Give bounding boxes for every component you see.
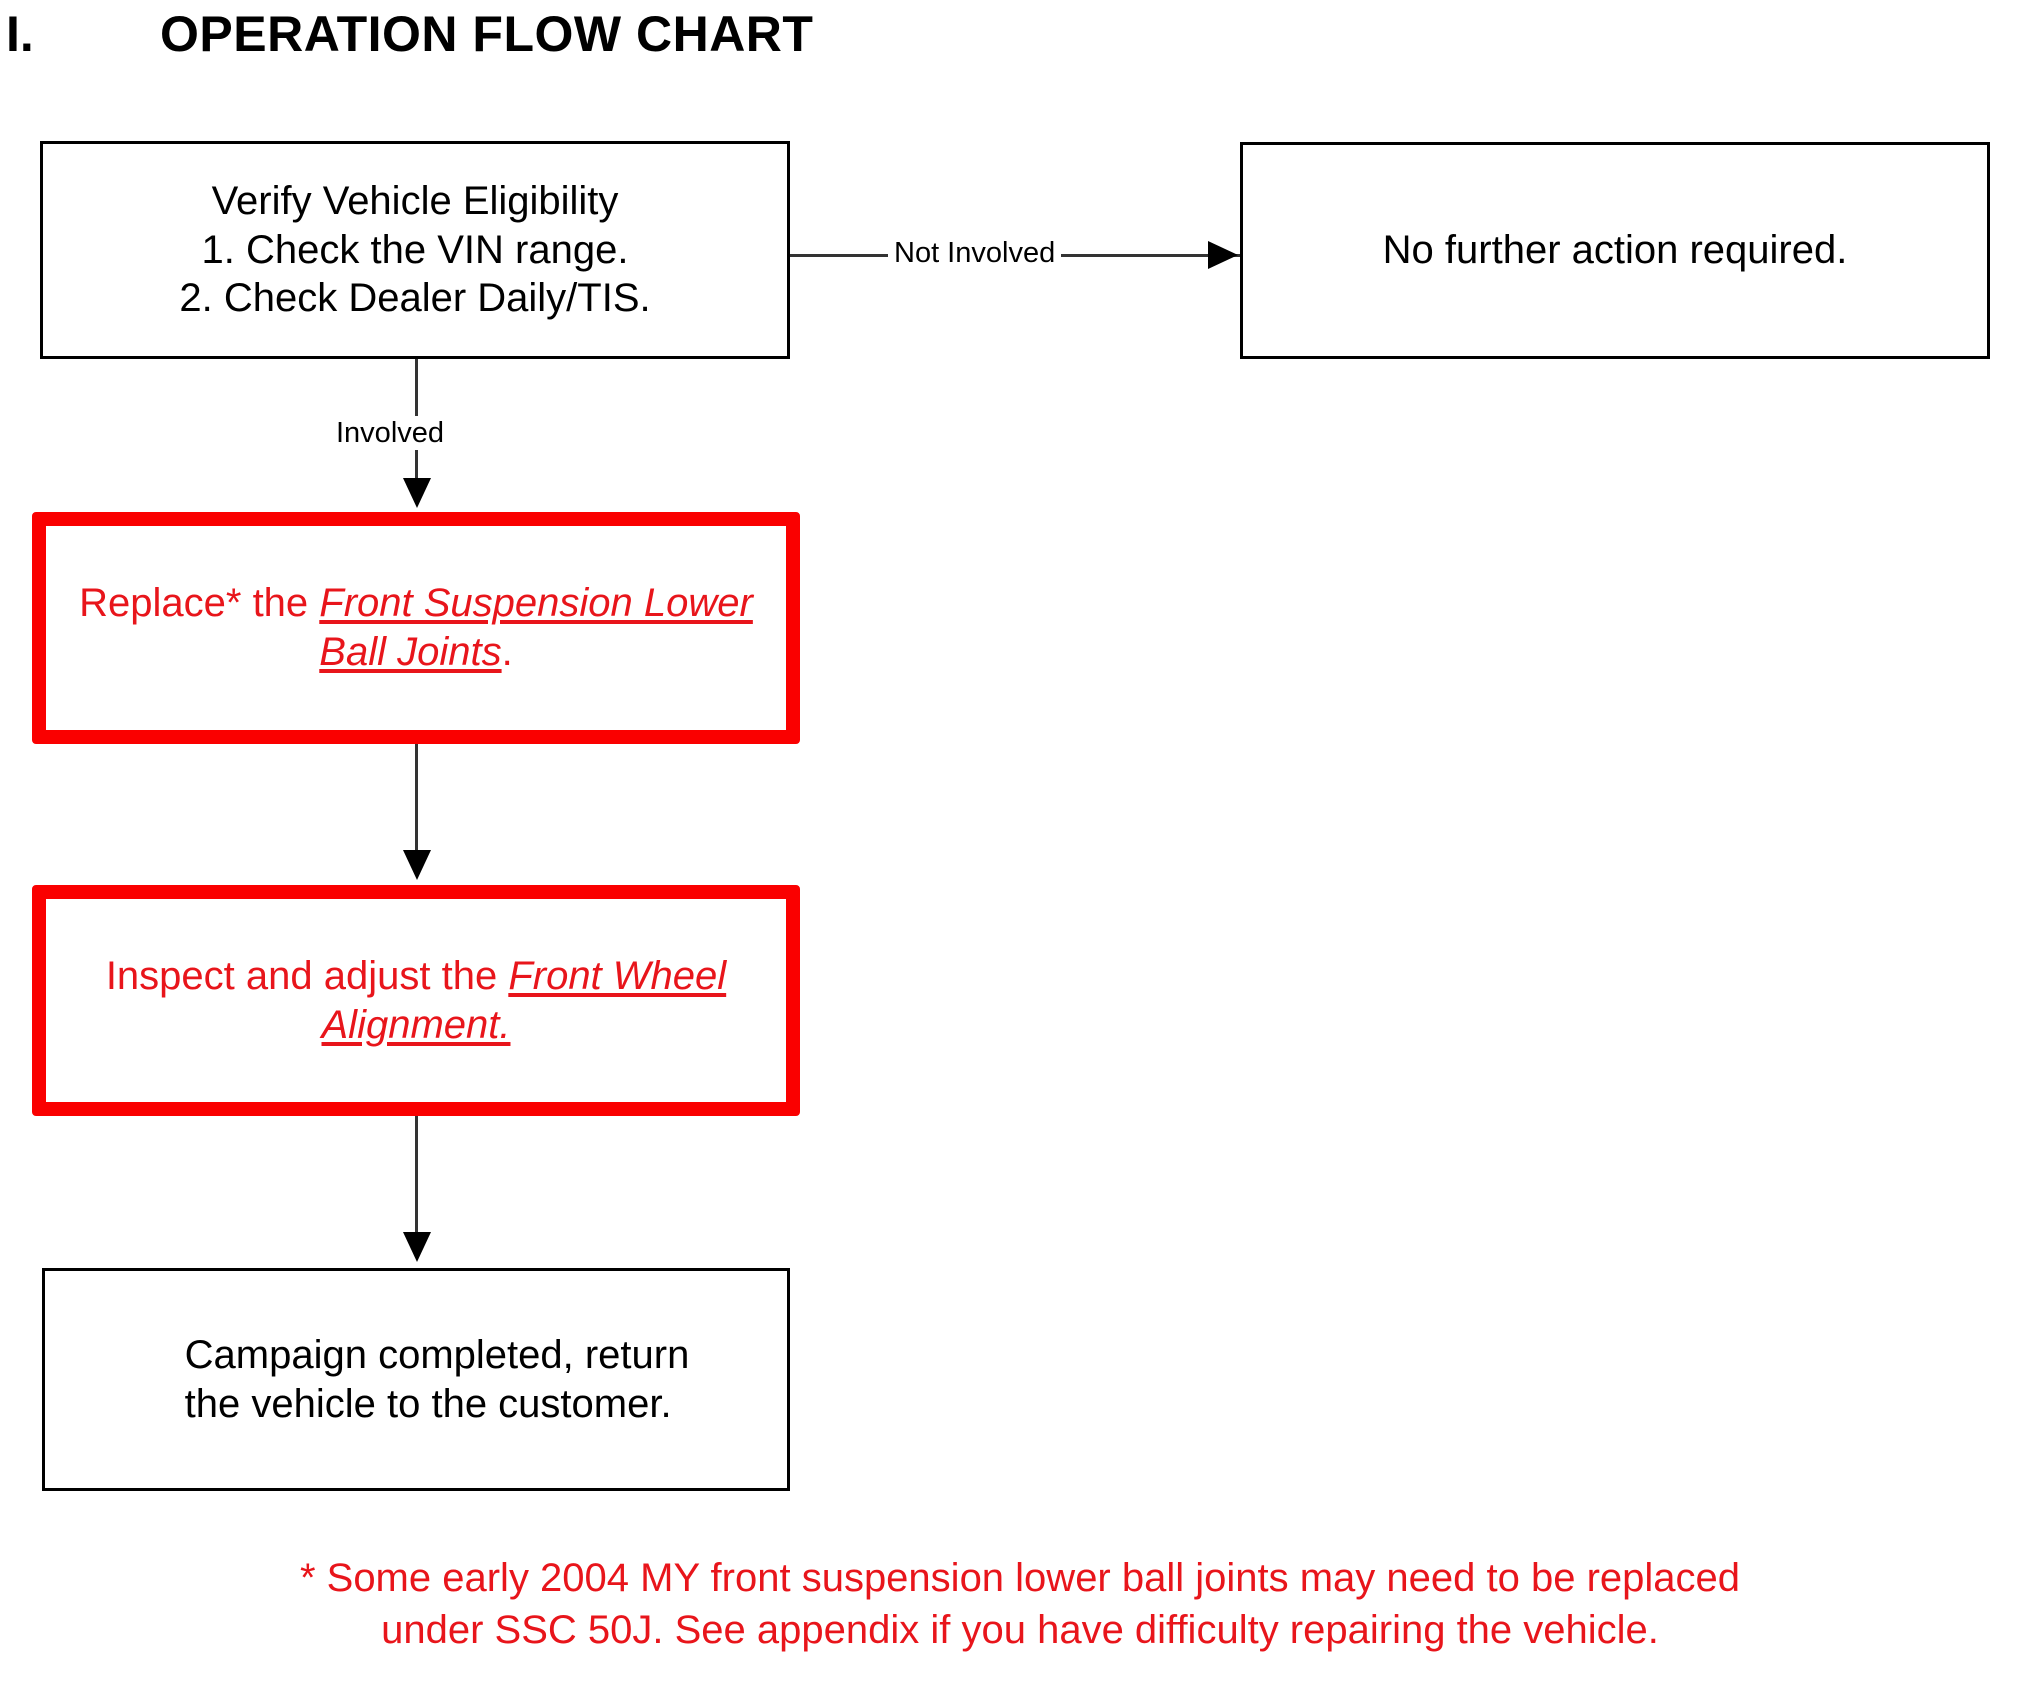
edge-label-involved: Involved <box>330 416 451 450</box>
arrowhead-down-icon <box>403 478 431 508</box>
flow-node-replace-ball-joints-text: Replace* the Front Suspension Lower Ball… <box>46 579 786 677</box>
flow-node-campaign-completed-text: Campaign completed, return the vehicle t… <box>184 1332 690 1426</box>
section-numeral: I. <box>6 6 34 62</box>
flow-node-verify-eligibility-text: Verify Vehicle Eligibility 1. Check the … <box>179 178 651 321</box>
flow-node-campaign-completed: Campaign completed, return the vehicle t… <box>42 1268 790 1491</box>
flow-node-inspect-wheel-alignment: Inspect and adjust the Front Wheel Align… <box>32 885 800 1116</box>
flow-node-no-further-action-text: No further action required. <box>1382 228 1848 273</box>
page-title: I. OPERATION FLOW CHART <box>0 4 1200 74</box>
flow-node-verify-eligibility: Verify Vehicle Eligibility 1. Check the … <box>40 141 790 359</box>
connector-inspect-to-complete <box>415 1116 418 1238</box>
arrowhead-down-icon <box>403 850 431 880</box>
flow-node-inspect-wheel-alignment-text: Inspect and adjust the Front Wheel Align… <box>46 952 786 1050</box>
replace-text-suffix: . <box>501 630 513 674</box>
footnote-text: * Some early 2004 MY front suspension lo… <box>299 1556 1741 1652</box>
replace-text-part-name: Front Suspension Lower Ball Joints <box>319 581 753 674</box>
arrowhead-right-icon <box>1208 241 1238 269</box>
inspect-text-prefix: Inspect and adjust the <box>105 953 509 998</box>
inspect-text-part-name: Front Wheel Alignment. <box>321 953 727 1047</box>
replace-text-prefix: Replace* the <box>79 581 320 626</box>
section-title-text: OPERATION FLOW CHART <box>160 6 814 62</box>
arrowhead-down-icon <box>403 1232 431 1262</box>
edge-label-not-involved: Not Involved <box>888 236 1062 270</box>
flow-node-replace-ball-joints: Replace* the Front Suspension Lower Ball… <box>32 512 800 744</box>
flow-node-no-further-action: No further action required. <box>1240 142 1990 359</box>
connector-replace-to-inspect <box>415 744 418 856</box>
